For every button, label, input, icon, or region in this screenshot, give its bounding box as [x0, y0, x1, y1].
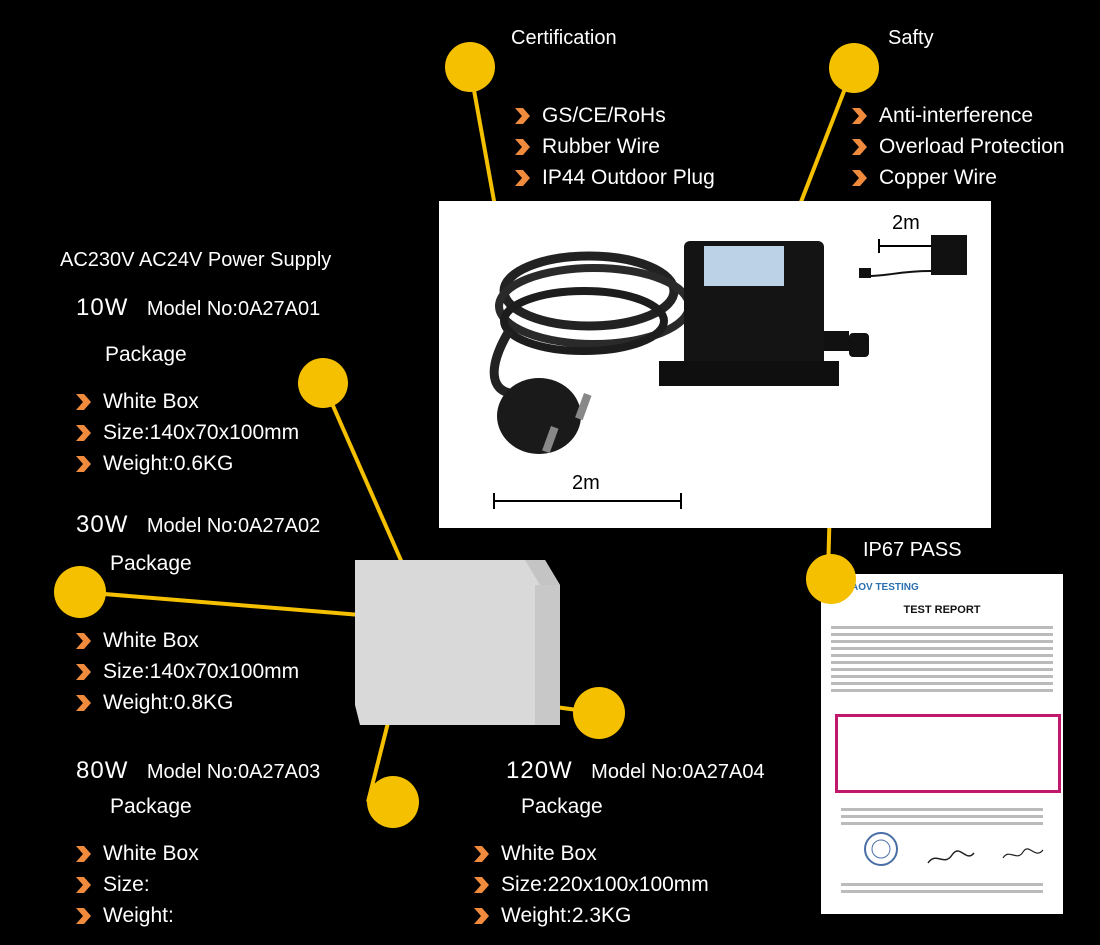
report-title: TEST REPORT: [903, 604, 981, 616]
list-item: White Box: [73, 625, 353, 656]
box-connector-30w: [79, 590, 386, 619]
model-30w-list: White Box Size:140x70x100mm Weight:0.8KG: [73, 625, 353, 718]
chevron-right-icon: [474, 907, 489, 924]
inset-cable-length: 2m: [892, 212, 920, 234]
ip-rating-label: IP67 PASS: [863, 539, 962, 561]
model-number: Model No:0A27A01: [146, 298, 321, 320]
chevron-right-icon: [76, 845, 91, 862]
chevron-right-icon: [76, 907, 91, 924]
list-item: Anti-interference: [849, 100, 1089, 131]
model-number: Model No:0A27A02: [146, 515, 321, 537]
package-label: Package: [110, 795, 192, 818]
chevron-right-icon: [76, 694, 91, 711]
product-title: AC230V AC24V Power Supply: [60, 249, 332, 271]
chevron-right-icon: [474, 845, 489, 862]
list-item: Rubber Wire: [512, 131, 772, 162]
model-number: Model No:0A27A03: [146, 761, 321, 783]
chevron-right-icon: [852, 107, 867, 124]
signature-icon: [1002, 848, 1044, 859]
chevron-right-icon: [76, 663, 91, 680]
inset-transformer: [931, 235, 967, 275]
chevron-right-icon: [76, 876, 91, 893]
list-item: Size:140x70x100mm: [73, 417, 353, 448]
list-item: Overload Protection: [849, 131, 1089, 162]
report-logo: AOV TESTING: [851, 582, 919, 593]
chevron-right-icon: [76, 424, 91, 441]
list-item: Size:220x100x100mm: [471, 869, 771, 900]
list-item: White Box: [73, 386, 353, 417]
list-item: GS/CE/RoHs: [512, 100, 772, 131]
model-80w-list: White Box Size: Weight:: [73, 838, 353, 931]
list-item: Copper Wire: [849, 162, 1089, 193]
list-item: Size:140x70x100mm: [73, 656, 353, 687]
wattage: 120W: [506, 757, 573, 784]
list-item: Weight:: [73, 900, 353, 931]
plug: [497, 378, 581, 454]
seal-icon: [864, 832, 898, 866]
model-10w-header: 10W Model No:0A27A01: [76, 294, 320, 322]
package-label: Package: [105, 343, 187, 366]
chevron-right-icon: [515, 138, 530, 155]
wattage: 10W: [76, 294, 129, 321]
white-box-image: [355, 560, 560, 725]
list-item: Weight:0.8KG: [73, 687, 353, 718]
test-report-document: AOV TESTING TEST REPORT: [821, 574, 1063, 914]
callout-dot-80w: [367, 776, 419, 828]
chevron-right-icon: [515, 169, 530, 186]
cable-coil: [500, 287, 668, 355]
ip-dot: [806, 554, 856, 604]
callout-dot-30w: [54, 566, 106, 618]
signature-icon: [927, 850, 975, 864]
power-supply-illustration: [489, 235, 967, 509]
callout-dot-120w: [573, 687, 625, 739]
package-label: Package: [521, 795, 603, 818]
wattage: 80W: [76, 757, 129, 784]
list-item: IP44 Outdoor Plug: [512, 162, 772, 193]
model-120w-list: White Box Size:220x100x100mm Weight:2.3K…: [471, 838, 771, 931]
cable-length-label: 2m: [572, 472, 600, 494]
list-item: White Box: [73, 838, 353, 869]
safety-dot: [829, 43, 879, 93]
model-30w-header: 30W Model No:0A27A02: [76, 511, 320, 539]
chevron-right-icon: [515, 107, 530, 124]
report-highlight-box: [835, 714, 1061, 793]
safety-list: Anti-interference Overload Protection Co…: [849, 100, 1089, 193]
package-label: Package: [110, 552, 192, 575]
certification-title: Certification: [511, 27, 617, 49]
model-10w-list: White Box Size:140x70x100mm Weight:0.6KG: [73, 386, 353, 479]
transformer-label: [704, 246, 784, 286]
chevron-right-icon: [852, 169, 867, 186]
chevron-right-icon: [76, 632, 91, 649]
list-item: White Box: [471, 838, 771, 869]
safety-title: Safty: [888, 27, 934, 49]
chevron-right-icon: [474, 876, 489, 893]
product-photo: 2m 2m: [439, 201, 991, 528]
certification-list: GS/CE/RoHs Rubber Wire IP44 Outdoor Plug: [512, 100, 772, 193]
chevron-right-icon: [76, 393, 91, 410]
model-80w-header: 80W Model No:0A27A03: [76, 757, 320, 785]
certification-dot: [445, 42, 495, 92]
chevron-right-icon: [852, 138, 867, 155]
chevron-right-icon: [76, 455, 91, 472]
model-120w-header: 120W Model No:0A27A04: [506, 757, 765, 785]
list-item: Weight:0.6KG: [73, 448, 353, 479]
list-item: Size:: [73, 869, 353, 900]
callout-dot-10w: [298, 358, 348, 408]
model-number: Model No:0A27A04: [591, 761, 765, 783]
wattage: 30W: [76, 511, 129, 538]
list-item: Weight:2.3KG: [471, 900, 771, 931]
